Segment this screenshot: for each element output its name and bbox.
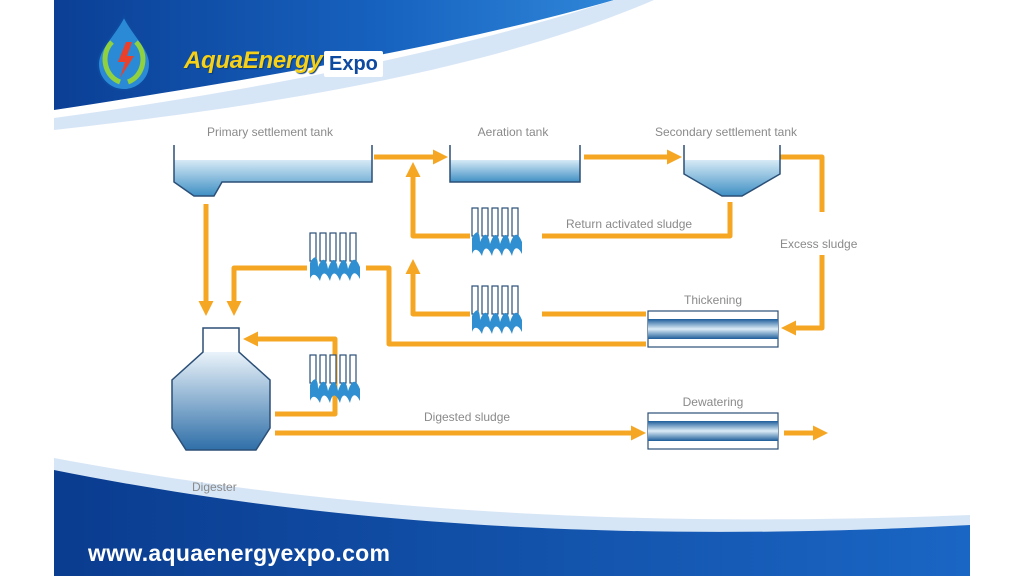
thickened-sludge-pump-icon [309,232,361,282]
flow-return-to-aeration [405,162,470,239]
thickening-unit [647,310,779,348]
flow-thickening-to-digester-pump [366,265,646,347]
footer-wave-light [54,458,970,532]
label-dewatering: Dewatering [683,395,744,409]
brand-expo-badge: Expo [324,51,383,77]
aeration-tank [449,145,581,183]
flow-pump-to-digester-top [226,265,307,316]
flow-return-activated-sludge [542,202,733,239]
label-primary-settlement-tank: Primary settlement tank [207,125,334,139]
slide: AquaEnergy Expo [54,0,970,576]
secondary-settlement-tank [683,145,781,197]
return-sludge-pump-icon [471,207,523,257]
wastewater-process-diagram: Primary settlement tank Aeration tank Se… [171,125,858,494]
label-excess-sludge: Excess sludge [780,237,858,251]
website-url[interactable]: www.aquaenergyexpo.com [88,540,391,566]
dewatering-unit [647,412,779,450]
flow-excess-to-thickening [781,255,825,336]
label-aeration-tank: Aeration tank [478,125,550,139]
flow-secondary-to-excess [780,154,825,212]
label-return-activated-sludge: Return activated sludge [566,217,692,231]
footer-wave [54,470,970,576]
label-thickening: Thickening [684,293,742,307]
label-digested-sludge: Digested sludge [424,410,510,424]
label-secondary-settlement-tank: Secondary settlement tank [655,125,798,139]
brand-logo[interactable]: AquaEnergy Expo [90,12,383,92]
digester [171,327,271,451]
thickening-return-pump-icon [471,285,523,335]
flow-thickening-return-up [405,259,470,317]
water-drop-icon [96,13,152,92]
primary-settlement-tank [173,145,373,197]
brand-name: AquaEnergy [184,47,323,74]
label-digester: Digester [192,480,237,494]
header-wave-light [54,0,654,130]
flow-lines [198,149,828,441]
